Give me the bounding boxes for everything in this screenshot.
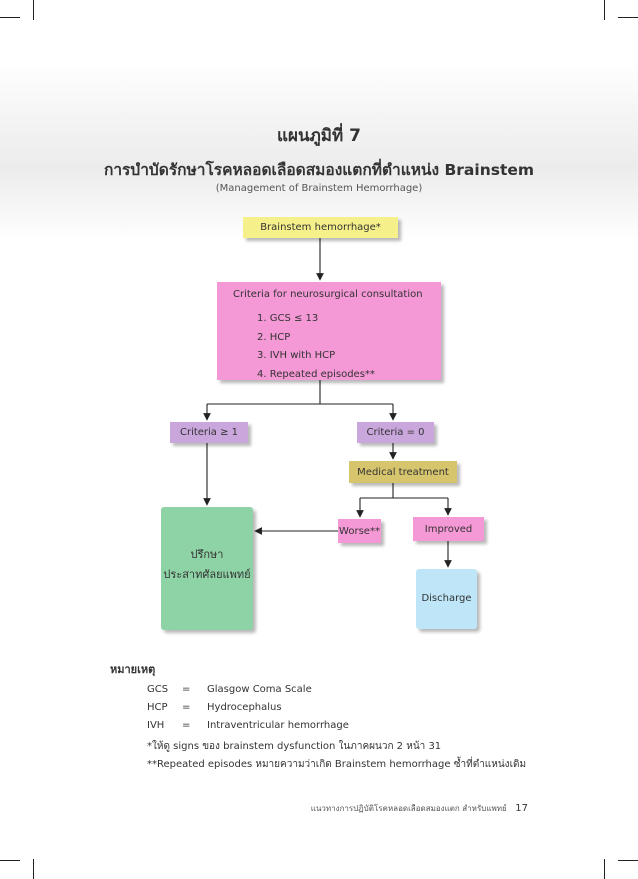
chart-title: แผนภูมิที่ 7 <box>277 126 361 146</box>
chart-subtitle-english: (Management of Brainstem Hemorrhage) <box>215 183 423 194</box>
abbr-term: GCS <box>147 684 169 695</box>
abbr-meaning: Intraventricular hemorrhage <box>207 720 349 731</box>
criteria-item: 3. IVH with HCP <box>257 350 336 361</box>
abbr-term: IVH <box>147 720 165 731</box>
criteria-item: 4. Repeated episodes** <box>257 368 375 380</box>
criteria-item: 1. GCS ≤ 13 <box>257 313 319 324</box>
brainstem-hemorrhage-box: Brainstem hemorrhage* <box>243 217 398 238</box>
criteria-title: Criteria for neurosurgical consultation <box>233 289 423 300</box>
criteria-list: 1. GCS ≤ 13 2. HCP 3. IVH with HCP 4. Re… <box>257 310 375 384</box>
criteria-box: Criteria for neurosurgical consultation … <box>217 282 441 380</box>
improved-label: Improved <box>424 523 473 535</box>
footer-text: แนวทางการปฏิบัติโรคหลอดเลือดสมองแตก สำหร… <box>310 804 507 813</box>
abbr-equals: = <box>182 720 191 731</box>
note-brainstem-signs: *ให้ดู signs ของ brainstem dysfunction ใ… <box>147 741 442 752</box>
abbr-term: HCP <box>147 702 168 713</box>
criteria-eq0-box: Criteria = 0 <box>357 422 434 443</box>
criteria-ge1-box: Criteria ≥ 1 <box>170 422 248 443</box>
criteria-eq0-label: Criteria = 0 <box>366 427 425 438</box>
page-footer: แนวทางการปฏิบัติโรคหลอดเลือดสมองแตก สำหร… <box>311 802 528 815</box>
header-banner-background <box>0 60 638 240</box>
consult-neurosurgeon-box: ปรึกษา ประสาทศัลยแพทย์ <box>161 507 253 630</box>
note-repeated-episodes: **Repeated episodes หมายความว่าเกิด Brai… <box>147 759 527 770</box>
brainstem-hemorrhage-label: Brainstem hemorrhage* <box>260 222 381 233</box>
abbr-equals: = <box>182 684 191 695</box>
consult-label-line1: ปรึกษา <box>190 548 224 561</box>
discharge-label: Discharge <box>421 593 472 604</box>
criteria-ge1-label: Criteria ≥ 1 <box>179 427 239 438</box>
medical-treatment-box: Medical treatment <box>349 461 457 483</box>
worse-label: Worse** <box>339 525 380 537</box>
abbr-meaning: Glasgow Coma Scale <box>207 684 312 695</box>
chart-subtitle: การบำบัดรักษาโรคหลอดเลือดสมองแตกที่ตำแหน… <box>103 161 535 179</box>
discharge-box: Discharge <box>416 569 477 629</box>
worse-box: Worse** <box>338 519 381 543</box>
page-number: 17 <box>515 803 528 814</box>
consult-label-line2: ประสาทศัลยแพทย์ <box>163 568 251 581</box>
abbr-meaning: Hydrocephalus <box>207 702 282 713</box>
medical-treatment-label: Medical treatment <box>357 466 449 478</box>
improved-box: Improved <box>413 517 484 541</box>
notes-heading: หมายเหตุ <box>110 663 156 676</box>
criteria-item: 2. HCP <box>257 331 291 343</box>
abbr-equals: = <box>182 702 191 713</box>
